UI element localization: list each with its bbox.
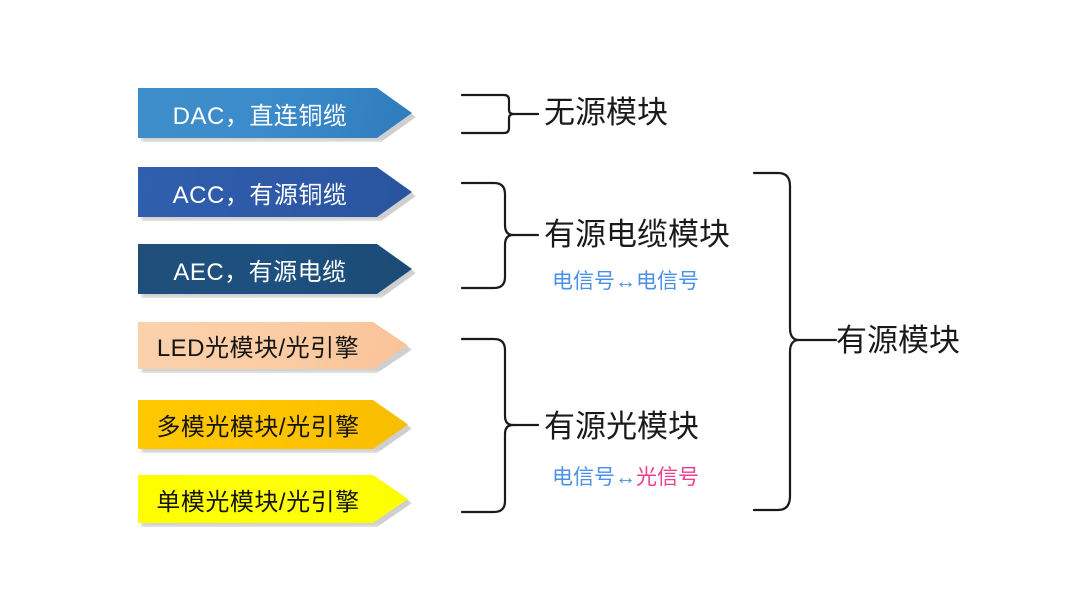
sub-label-cable-left: 电信号 bbox=[552, 270, 615, 293]
group-label-active-optical: 有源光模块 bbox=[544, 409, 699, 444]
arrow-block-mmf[interactable]: 多模光模块/光引擎 bbox=[138, 400, 408, 449]
sub-label-cable-right: 电信号 bbox=[636, 270, 699, 293]
sub-label-optical-left: 电信号 bbox=[552, 466, 615, 489]
sub-label-active-cable: 电信号↔电信号 bbox=[552, 271, 699, 292]
arrow-label-mmf: 多模光模块/光引擎 bbox=[156, 414, 360, 441]
brace-active-cable bbox=[460, 180, 540, 292]
sub-label-cable-arrow: ↔ bbox=[615, 270, 636, 293]
arrow-block-smf[interactable]: 单模光模块/光引擎 bbox=[138, 475, 408, 523]
group-label-active-all: 有源模块 bbox=[836, 323, 960, 358]
arrow-label-acc: ACC，有源铜缆 bbox=[172, 181, 348, 209]
brace-active-all bbox=[752, 170, 842, 515]
arrow-label-dac: DAC，直连铜缆 bbox=[172, 102, 348, 130]
sub-label-optical-arrow: ↔ bbox=[615, 466, 636, 489]
group-label-passive: 无源模块 bbox=[544, 95, 668, 130]
arrow-label-aec: AEC，有源电缆 bbox=[173, 258, 347, 286]
arrow-block-aec[interactable]: AEC，有源电缆 bbox=[138, 244, 412, 294]
group-label-active-cable: 有源电缆模块 bbox=[544, 217, 730, 252]
sub-label-active-optical: 电信号↔光信号 bbox=[552, 467, 699, 488]
arrow-block-dac[interactable]: DAC，直连铜缆 bbox=[138, 88, 412, 138]
arrow-label-led: LED光模块/光引擎 bbox=[156, 335, 360, 362]
arrow-block-led[interactable]: LED光模块/光引擎 bbox=[138, 322, 408, 369]
sub-label-optical-right: 光信号 bbox=[636, 466, 699, 489]
brace-active-optical bbox=[460, 336, 540, 516]
arrow-block-acc[interactable]: ACC，有源铜缆 bbox=[138, 167, 412, 217]
brace-passive bbox=[460, 92, 540, 136]
arrow-label-smf: 单模光模块/光引擎 bbox=[156, 488, 360, 516]
